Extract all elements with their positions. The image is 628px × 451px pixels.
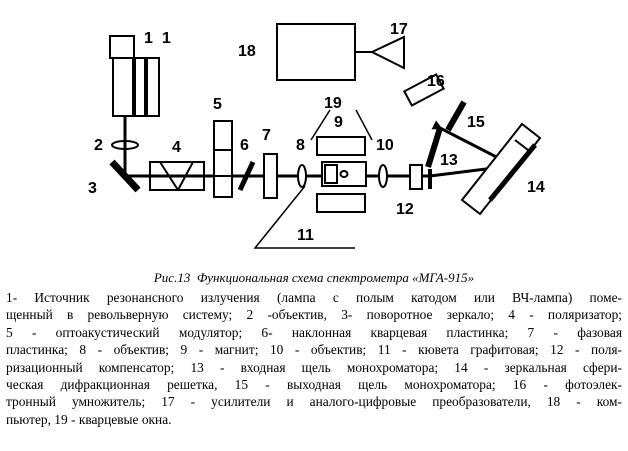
legend-line: 5 - оптоакустический модулятор; 6- накло… <box>6 324 622 340</box>
label-11: 11 <box>297 227 314 244</box>
figure-title: Функциональная схема спектрометра «МГА-9… <box>196 270 475 285</box>
polarization-compensator <box>409 164 423 190</box>
figure-legend: 1- Источник резонансного излучения (ламп… <box>6 289 622 428</box>
polarizer <box>149 161 205 191</box>
legend-line: пластинка; 8 - объектив; 9 - магнит; 10 … <box>6 342 622 358</box>
label-18: 18 <box>238 43 256 60</box>
legend-line: ческая дифракционная решетка, 15 - выход… <box>6 377 622 393</box>
label-13: 13 <box>440 152 458 169</box>
magnet-lower <box>316 193 366 213</box>
slit-13-body <box>425 127 443 168</box>
diffraction-grating <box>460 122 542 216</box>
label-15: 15 <box>467 114 485 131</box>
figure-number: Рис.13 <box>153 270 191 285</box>
photomultiplier <box>402 73 446 107</box>
inclined-quartz-plate <box>237 160 256 192</box>
label-4: 4 <box>172 139 181 156</box>
phase-plate <box>263 153 278 199</box>
label-19: 19 <box>324 95 342 112</box>
legend-line: 1- Источник резонансного излучения (ламп… <box>6 290 622 305</box>
label-5: 5 <box>213 96 222 113</box>
label-8: 8 <box>296 137 305 154</box>
label-7: 7 <box>262 127 271 144</box>
objective-2 <box>111 140 139 150</box>
figure-caption: Рис.13 Функциональная схема спектрометра… <box>0 270 628 286</box>
magnet-upper <box>316 136 366 156</box>
legend-line: щенный в револьверную систему; 2 -объект… <box>6 307 622 323</box>
amplifier <box>369 35 405 70</box>
label-10: 10 <box>376 137 394 154</box>
label-3: 3 <box>88 180 97 197</box>
label-12: 12 <box>396 201 414 218</box>
legend-line: тронный умножитель; 17 - усилители и ана… <box>6 394 622 410</box>
label-16: 16 <box>427 73 445 90</box>
label-2: 2 <box>94 137 103 154</box>
exit-slit <box>445 100 467 132</box>
label-1b: 1 <box>162 30 171 47</box>
legend-line: пьютер, 19 - кварцевые окна. <box>6 411 172 427</box>
objective-10 <box>378 164 388 188</box>
optoacoustic-modulator <box>213 120 233 198</box>
label-6: 6 <box>240 137 249 154</box>
label-17: 17 <box>390 21 408 38</box>
computer <box>276 23 356 81</box>
legend-line: ризационный компенсатор; 13 - входная ще… <box>6 359 622 375</box>
lamp-source-turret <box>109 35 160 117</box>
objective-8 <box>297 164 307 188</box>
label-9: 9 <box>334 114 343 131</box>
spectrometer-diagram: 1 1 2 3 4 5 6 7 8 9 10 11 12 13 14 15 16… <box>88 21 545 249</box>
label-1a: 1 <box>144 30 153 47</box>
label-14: 14 <box>527 179 545 196</box>
